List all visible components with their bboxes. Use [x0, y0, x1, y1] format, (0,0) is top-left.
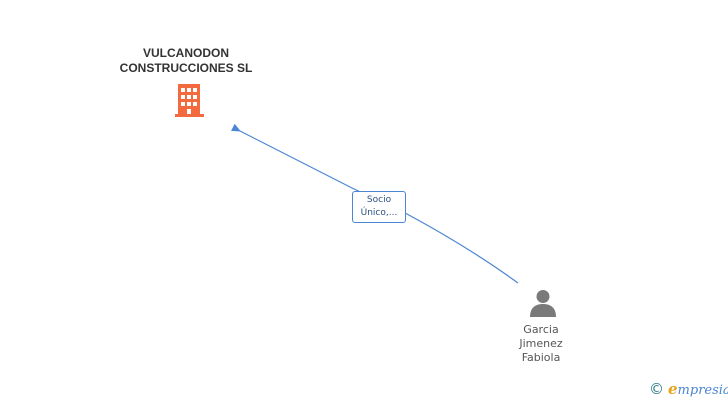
copyright-icon: © — [649, 380, 664, 398]
company-name-line1: VULCANODON — [143, 46, 229, 60]
relation-label-line1: Socio — [366, 195, 392, 205]
person-name[interactable]: Garcia Jimenez Fabiola — [490, 323, 592, 365]
building-icon[interactable] — [172, 82, 208, 118]
person-icon[interactable] — [528, 288, 558, 318]
person-name-line1: Garcia — [523, 323, 559, 336]
ownership-connector — [231, 123, 519, 284]
company-name[interactable]: VULCANODON CONSTRUCCIONES SL — [96, 46, 276, 76]
person-name-line2: Jimenez — [519, 337, 563, 350]
relation-label[interactable]: Socio Único,... — [352, 191, 406, 223]
person-name-line3: Fabiola — [521, 351, 561, 364]
brand-logo: empresia — [668, 380, 728, 398]
brand-watermark: © empresia — [649, 379, 728, 399]
brand-logo-initial: e — [668, 380, 678, 398]
brand-logo-rest: mpresia — [677, 383, 728, 398]
relation-label-line2: Único,... — [360, 208, 398, 218]
company-name-line2: CONSTRUCCIONES SL — [119, 61, 253, 75]
